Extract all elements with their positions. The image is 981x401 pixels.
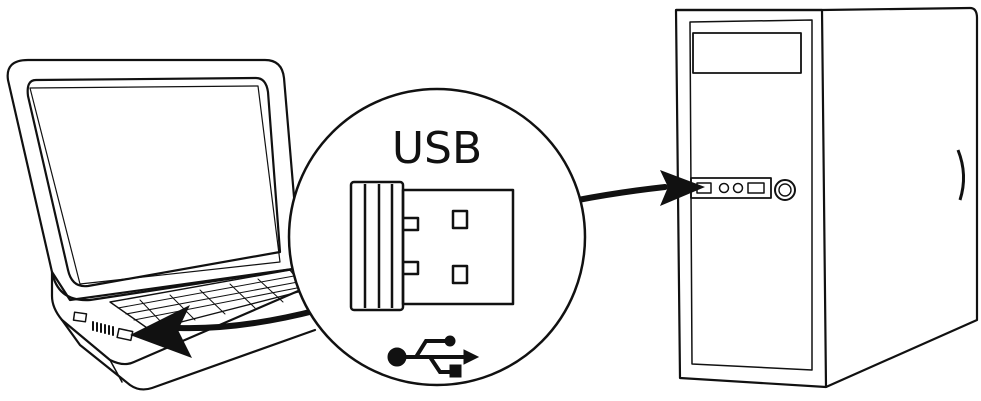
arrow-to-tower-icon <box>575 170 705 206</box>
laptop-icon <box>6 58 317 391</box>
usb-trident-icon <box>387 335 480 378</box>
usb-dongle-icon <box>349 180 515 312</box>
usb-label: USB <box>392 123 482 174</box>
desktop-tower-icon <box>674 6 979 389</box>
arrow-to-laptop-icon <box>130 305 321 358</box>
zoom-circle: USB <box>287 87 587 387</box>
